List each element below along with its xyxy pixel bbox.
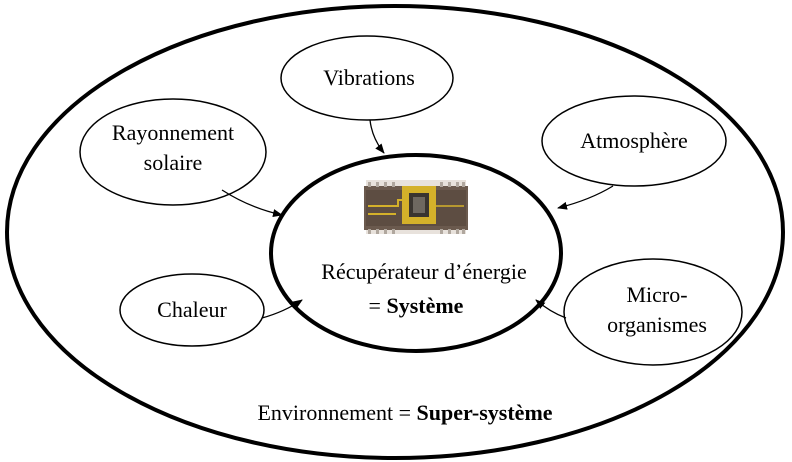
- environment-label: Environnement = Super-système: [257, 400, 552, 425]
- chaleur-ellipse: [119, 273, 265, 347]
- vibrations-label: Vibrations: [323, 65, 415, 90]
- rayonnement-arrow: [221, 189, 283, 217]
- rayonnement-ellipse: [79, 98, 267, 206]
- chaleur-label: Chaleur: [157, 297, 227, 322]
- system-label-equals: =: [369, 293, 387, 318]
- system-label-line1: Récupérateur d’énergie: [321, 259, 526, 284]
- chip-image: [364, 180, 468, 234]
- micro-organismes-arrow: [535, 299, 567, 319]
- environment-label-bold: Super-système: [416, 400, 552, 425]
- system-label-line2: = Système: [369, 293, 464, 318]
- chaleur-arrow: [261, 299, 303, 319]
- system-ellipse: [269, 153, 563, 353]
- vibrations-ellipse: [280, 35, 454, 121]
- micro-organismes-ellipse: [563, 258, 743, 366]
- rayonnement-label-line1: Rayonnement: [112, 120, 234, 145]
- atmosphere-ellipse: [541, 95, 727, 187]
- environment-label-prefix: Environnement =: [257, 400, 416, 425]
- atmosphere-label: Atmosphère: [580, 128, 688, 153]
- micro-organismes-label-line2: organismes: [607, 312, 707, 337]
- micro-organismes-label-line1: Micro-: [626, 282, 687, 307]
- vibrations-arrow: [369, 119, 385, 154]
- atmosphere-arrow: [557, 185, 614, 210]
- system-label-bold: Système: [386, 293, 463, 318]
- rayonnement-label-line2: solaire: [144, 150, 203, 175]
- environment-ellipse: [5, 4, 785, 460]
